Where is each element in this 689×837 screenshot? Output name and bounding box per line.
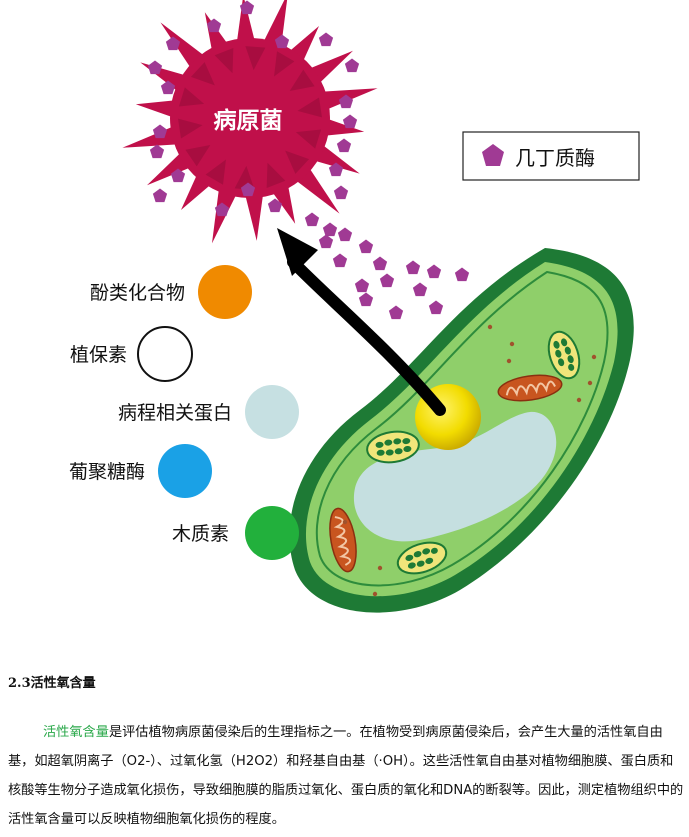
pathogen-inner-spike [205,159,226,185]
cell-membrane [315,270,609,587]
legend-label: 几丁质酶 [515,146,595,170]
chitinase-pentagon [338,94,354,109]
granules [342,324,597,597]
pathogen-inner-spike [185,145,211,167]
compound-label: 植保素 [70,344,127,366]
chitinase-pentagon [342,114,358,129]
pathogen-inner-spike [178,118,203,139]
chitinase-pentagon [372,256,388,271]
pathogen-inner-spike [295,129,322,149]
pathogen-inner-spike [285,150,310,174]
chitinase-pentagon [328,162,344,177]
chloroplast [366,430,420,464]
chitinase-pentagon [426,264,442,279]
pathogen-inner-spike [245,46,266,71]
chitinase-pentagon [274,34,290,49]
pathogen-label: 病原菌 [214,107,283,134]
chitinase-pentagon [337,227,353,242]
highlight-term: 活性氧含量 [43,725,109,740]
compound-circle [198,265,252,319]
chitinase-pentagon [152,188,168,203]
compound-circle [158,444,212,498]
chloroplast [547,330,581,380]
chitinase-legend-icon [482,144,504,166]
chitinase-molecules [147,0,470,320]
chitinase-pentagon [214,202,230,217]
section-heading: 2.3活性氧含量 [8,676,96,691]
chitinase-pentagon [318,234,334,249]
chitinase-pentagon [336,138,352,153]
compound-circle [137,326,193,382]
chitinase-pentagon [304,212,320,227]
defense-diagram: 病原菌 几丁质酶 [69,0,640,613]
compound-circle [245,506,299,560]
chitinase-pentagon [147,60,163,75]
chitinase-pentagon [152,124,168,139]
chloroplast [396,541,448,575]
chitinase-pentagon [160,80,176,95]
chitinase-pentagon [388,305,404,320]
secretion-arrow [277,228,446,416]
chitinase-pentagon [344,58,360,73]
pathogen-inner-spikes [178,46,322,190]
chitinase-pentagon [240,182,256,197]
body-paragraph: 活性氧含量是评估植物病原菌侵染后的生理指标之一。在植物受到病原菌侵染后，会产生大… [8,718,684,834]
pathogen-inner-spike [274,51,295,77]
compound-label: 病程相关蛋白 [118,402,232,424]
chitinase-pentagon [206,18,222,33]
chitinase-pentagon [405,260,421,275]
chitinase-pentagon [358,292,374,307]
chitinase-pentagon [318,32,334,47]
vacuole [353,411,557,542]
chitinase-pentagon [454,267,470,282]
pathogen-inner-spike [190,62,215,86]
chitinase-pentagon [332,253,348,268]
pathogen-inner-spike [214,47,234,74]
pathogen-inner-spike [266,162,286,189]
chitinase-pentagon [149,144,165,159]
chitinase-pentagon [165,36,181,51]
chitinase-pentagon [379,273,395,288]
chitinase-pentagon [170,168,186,183]
plant-cell [289,248,634,613]
chitinase-pentagon [267,198,283,213]
pathogen-inner-spike [297,97,322,118]
chitinase-pentagon [428,300,444,315]
chitinase-pentagon [358,239,374,254]
paragraph-text: 是评估植物病原菌侵染后的生理指标之一。在植物受到病原菌侵染后，会产生大量的活性氧… [8,725,684,827]
chitinase-pentagon [354,278,370,293]
chitinase-pentagon [412,282,428,297]
pathogen-inner-spike [289,69,315,91]
legend: 几丁质酶 [462,131,640,181]
mitochondrion [497,374,563,402]
mitochondrion [329,507,357,573]
pathogen-inner-spike [178,87,205,107]
chitinase-pentagon [322,222,338,237]
pathogen: 病原菌 [122,0,378,244]
compound-label: 葡聚糖酶 [69,461,145,483]
compound-label: 木质素 [172,523,229,545]
chitinase-pentagon [333,185,349,200]
compound-label: 酚类化合物 [90,282,185,304]
compound-circle [245,385,299,439]
chitinase-pentagon [239,0,255,15]
